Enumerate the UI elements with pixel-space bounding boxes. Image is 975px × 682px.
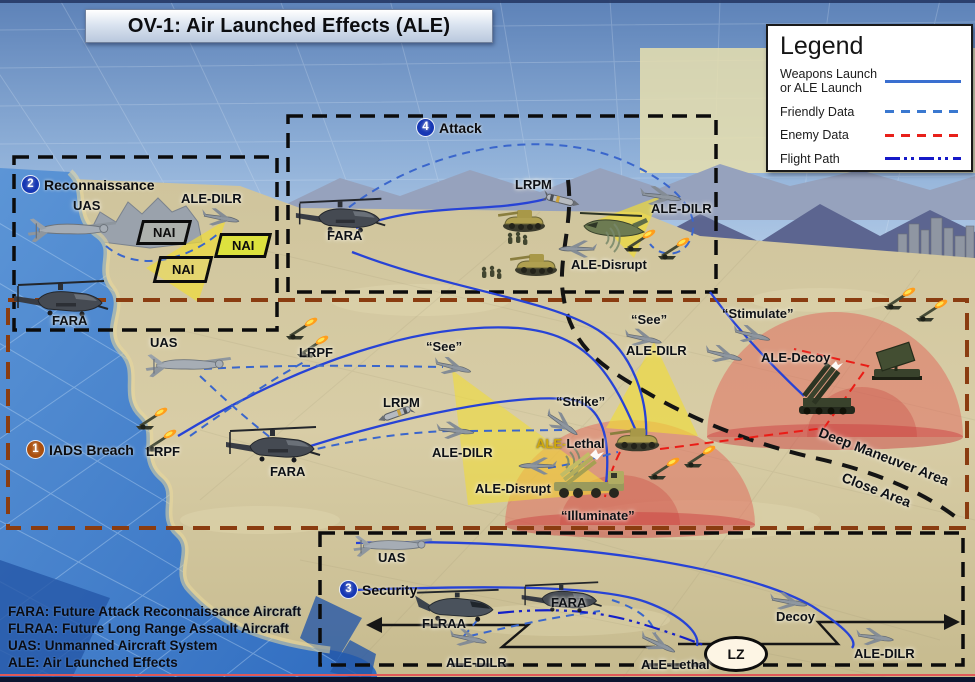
ale-lethal-label: ALE-Lethal	[641, 657, 710, 672]
illuminate-label: “Illuminate”	[561, 508, 635, 523]
ale-dilr-label: ALE-DILR	[432, 445, 493, 460]
strike-label: “Strike”	[556, 394, 606, 409]
nai-box: NAI	[152, 256, 214, 283]
acronym-line: FARA: Future Attack Reconnaissance Aircr…	[8, 604, 302, 619]
flight-path-line	[497, 609, 721, 653]
bottom-bar	[0, 677, 975, 682]
top-edge	[0, 0, 975, 3]
fara-label: FARA	[551, 595, 587, 610]
legend-title: Legend	[780, 32, 864, 60]
lz-marker: LZ	[704, 636, 768, 672]
iads-region-header: 1 IADS Breach	[27, 441, 134, 458]
see-label: “See”	[631, 312, 668, 327]
see-label: “See”	[426, 339, 463, 354]
legend: Legend Weapons Launch or ALE Launch Frie…	[766, 24, 973, 172]
fara-label: FARA	[327, 228, 363, 243]
phase-line	[559, 179, 964, 524]
acronym-line: UAS: Unmanned Aircraft System	[8, 638, 218, 653]
acronym-line: FLRAA: Future Long Range Assault Aircraf…	[8, 621, 290, 636]
threat-dome-left	[505, 420, 755, 538]
legend-label: Enemy Data	[780, 128, 849, 143]
ale-disrupt-label: ALE-Disrupt	[475, 481, 551, 496]
lrpf-label: LRPF	[146, 444, 180, 459]
arrowhead-right	[944, 614, 960, 630]
ale-lethal-prefix: ALE-	[536, 436, 567, 451]
ale-dilr-label: ALE-DILR	[181, 191, 242, 206]
acronym-key: FARA: Future Attack Reconnaissance Aircr…	[8, 603, 301, 671]
security-region-box	[318, 531, 965, 667]
legend-item-enemy: Enemy Data	[780, 128, 961, 142]
arrowhead-left	[366, 617, 382, 633]
uas-label: UAS	[73, 198, 101, 213]
ale-dilr-label: ALE-DILR	[854, 646, 915, 661]
page-title: OV-1: Air Launched Effects (ALE)	[85, 9, 493, 43]
region-label: IADS Breach	[49, 441, 134, 458]
region-label: Security	[362, 581, 418, 598]
fara-label: FARA	[270, 464, 306, 479]
ale-lethal-suffix: Lethal	[566, 436, 605, 451]
region-number-badge: 1	[27, 441, 44, 458]
lrpm-label: LRPM	[515, 177, 552, 192]
weapons-launch-lines	[177, 197, 855, 649]
ale-decoy-label: ALE-Decoy	[761, 350, 831, 365]
nai-label: NAI	[152, 225, 176, 240]
dashed-blue-swatch	[885, 110, 961, 114]
enemy-data-lines	[604, 348, 870, 498]
ale-dilr-label: ALE-DILR	[651, 201, 712, 216]
ale-dilr-label: ALE-DILR	[626, 343, 687, 358]
deep-water	[0, 560, 376, 682]
nai-box: NAI	[213, 233, 273, 258]
uas-label: UAS	[150, 335, 178, 350]
region-label: Attack	[439, 119, 482, 136]
decoy-label: Decoy	[776, 609, 816, 624]
nai-label: NAI	[231, 238, 255, 253]
ale-dilr-label: ALE-DILR	[446, 655, 507, 670]
lrpf-label: LRPF	[299, 345, 333, 360]
legend-label: Friendly Data	[780, 104, 855, 119]
attack-region-box	[286, 114, 718, 294]
region-number-badge: 2	[22, 176, 39, 193]
recon-region-box	[12, 155, 279, 332]
stimulate-label: “Stimulate”	[722, 306, 794, 321]
region-label: Reconnaissance	[44, 176, 155, 193]
legend-label: Flight Path	[780, 151, 840, 166]
legend-item-friendly: Friendly Data	[780, 105, 961, 119]
nai-box: NAI	[135, 220, 193, 245]
dashdot-swatch	[885, 157, 961, 161]
dashed-red-swatch	[885, 133, 961, 137]
flraa-label: FLRAA	[422, 616, 467, 631]
security-region-header: 3 Security	[340, 581, 417, 598]
lz-label: LZ	[727, 646, 745, 662]
lrpm-label: LRPM	[383, 395, 420, 410]
acronym-line: ALE: Air Launched Effects	[8, 655, 178, 670]
legend-item-weapons: Weapons Launch or ALE Launch	[780, 67, 961, 96]
uas-label: UAS	[378, 550, 406, 565]
region-number-badge: 3	[340, 581, 357, 598]
legend-item-flightpath: Flight Path	[780, 152, 961, 166]
ale-disrupt-label: ALE-Disrupt	[571, 257, 647, 272]
nai-label: NAI	[171, 262, 195, 277]
solid-line-swatch	[885, 80, 961, 83]
ale-lethal-label: ALE-Lethal	[536, 436, 605, 451]
mountains-far	[270, 164, 975, 220]
legend-label: Weapons Launch or ALE Launch	[780, 67, 878, 96]
recon-region-header: 2 Reconnaissance	[22, 176, 155, 193]
fara-label: FARA	[52, 313, 88, 328]
region-number-badge: 4	[417, 119, 434, 136]
attack-region-header: 4 Attack	[417, 119, 482, 136]
